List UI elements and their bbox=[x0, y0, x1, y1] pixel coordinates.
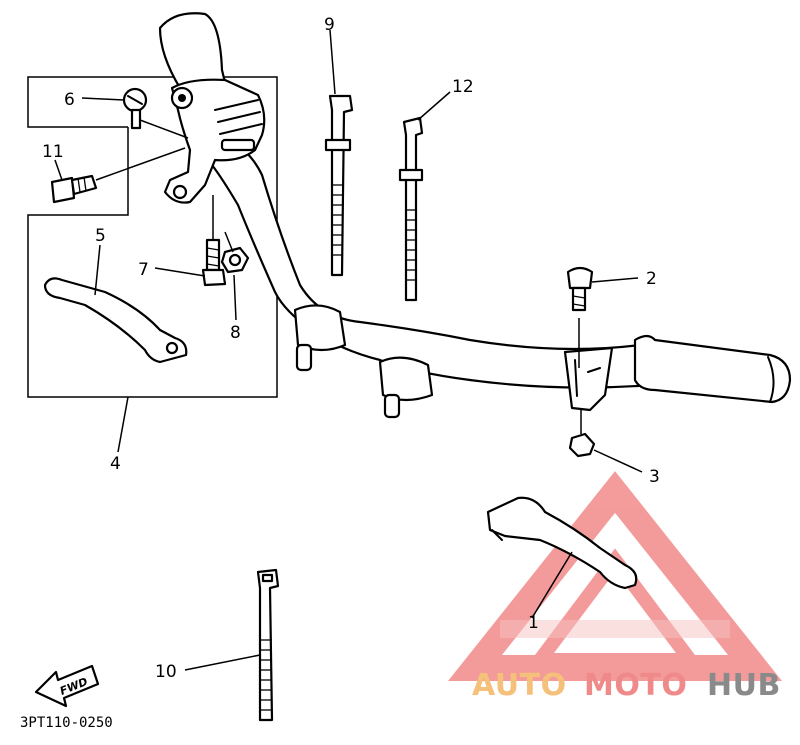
part-9-cable-tie bbox=[324, 29, 354, 277]
part-5-lever bbox=[43, 277, 188, 364]
watermark-part-auto: AUTO bbox=[472, 668, 567, 703]
part-7-bolt bbox=[201, 195, 227, 287]
label-part-12: 12 bbox=[452, 77, 474, 97]
part-12-serration bbox=[406, 209, 416, 281]
label-part-7: 7 bbox=[138, 260, 149, 280]
part-10-serration bbox=[260, 639, 272, 711]
part-3-nut bbox=[568, 410, 643, 473]
label-part-8: 8 bbox=[230, 323, 241, 343]
assembly-box-4 bbox=[27, 76, 278, 398]
watermark-text: AUTO MOTO HUB bbox=[472, 668, 781, 703]
watermark-part-hub: HUB bbox=[707, 668, 781, 703]
label-part-4: 4 bbox=[110, 454, 121, 474]
watermark-logo-mark bbox=[448, 471, 782, 681]
part-8-nut bbox=[220, 231, 250, 274]
label-part-6: 6 bbox=[64, 90, 75, 110]
label-part-5: 5 bbox=[95, 226, 106, 246]
watermark-part-moto: MOTO bbox=[584, 668, 687, 703]
part-1-lever bbox=[486, 496, 638, 619]
lever-holder bbox=[163, 78, 266, 204]
label-part-9: 9 bbox=[324, 15, 335, 35]
fwd-arrow: FWD bbox=[34, 664, 100, 708]
part-6-screw bbox=[122, 87, 189, 139]
label-part-10: 10 bbox=[155, 662, 177, 682]
drawing-code: 3PT110-0250 bbox=[20, 715, 113, 731]
part-2-bolt bbox=[566, 266, 639, 368]
part-11-bolt bbox=[50, 147, 186, 204]
part-10-cable-tie bbox=[184, 568, 280, 722]
part-labels: 1 2 3 4 5 6 7 8 9 10 11 12 bbox=[42, 15, 660, 682]
part-9-serration bbox=[332, 184, 342, 256]
part-12-cable-tie bbox=[398, 91, 451, 302]
label-part-3: 3 bbox=[649, 467, 660, 487]
label-part-11: 11 bbox=[42, 142, 64, 162]
label-part-1: 1 bbox=[528, 613, 539, 633]
leader-lines bbox=[54, 97, 237, 453]
label-part-2: 2 bbox=[646, 269, 657, 289]
handlebar bbox=[158, 12, 792, 419]
